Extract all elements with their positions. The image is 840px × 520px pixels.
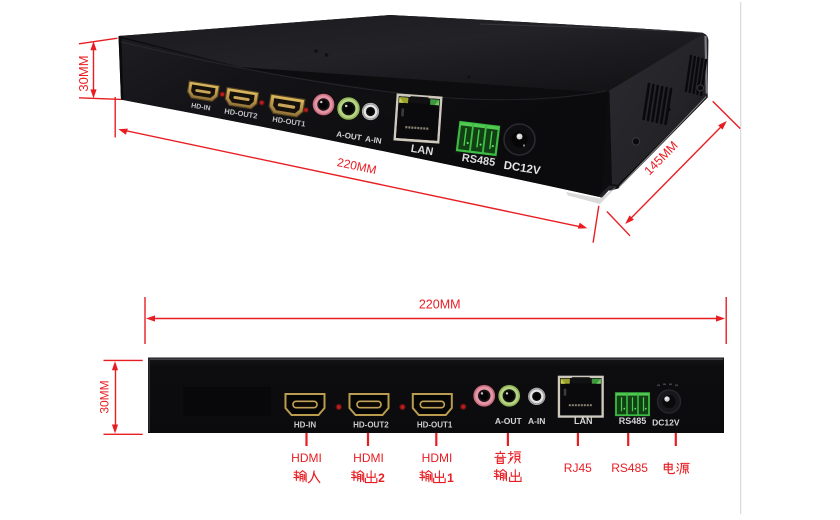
svg-text:30MM: 30MM: [98, 380, 112, 413]
svg-text:2: 2: [378, 471, 385, 485]
svg-text:220MM: 220MM: [419, 298, 461, 312]
svg-text:RJ45: RJ45: [564, 461, 592, 475]
svg-text:HD-OUT2: HD-OUT2: [353, 421, 389, 430]
svg-text:HDMI: HDMI: [291, 451, 322, 465]
svg-text:HDMI: HDMI: [353, 451, 384, 465]
svg-text:A-IN: A-IN: [365, 134, 383, 145]
svg-text:1: 1: [447, 471, 454, 485]
svg-text:A-IN: A-IN: [528, 416, 545, 426]
svg-text:LAN: LAN: [574, 416, 593, 426]
svg-text:A-OUT: A-OUT: [336, 130, 363, 143]
svg-text:HD-IN: HD-IN: [294, 421, 316, 430]
svg-text:HD-IN: HD-IN: [191, 103, 211, 113]
svg-text:LAN: LAN: [410, 143, 434, 158]
svg-text:RS485: RS485: [611, 461, 648, 475]
svg-text:220MM: 220MM: [336, 155, 378, 177]
svg-text:A-OUT: A-OUT: [495, 416, 523, 426]
svg-text:RS485: RS485: [461, 152, 496, 169]
svg-text:DC12V: DC12V: [652, 418, 680, 428]
svg-text:RS485: RS485: [619, 416, 647, 426]
svg-text:HD-OUT1: HD-OUT1: [417, 421, 453, 430]
svg-text:30MM: 30MM: [76, 55, 91, 91]
svg-text:HDMI: HDMI: [422, 451, 453, 465]
svg-text:DC12V: DC12V: [503, 160, 542, 178]
